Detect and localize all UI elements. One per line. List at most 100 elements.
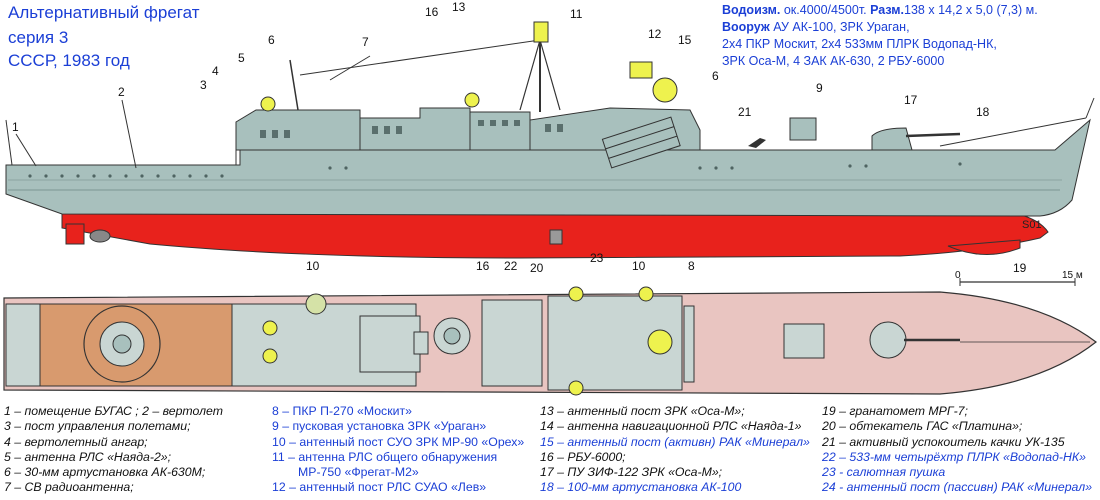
legend-item: 21 – активный успокоитель качки УК-135 (822, 434, 1065, 449)
ak-100-turret-side (871, 127, 913, 151)
scale-zero: 0 (955, 270, 961, 281)
legend-item: 14 – антенна навигационной РЛС «Наяда-1» (540, 419, 802, 434)
legend-item: 10 – антенный пост СУО ЗРК МР-90 «Орех» (272, 434, 525, 449)
osa-m-antenna-dome (464, 92, 480, 108)
legend-col-3: 13 – антенный пост ЗРК «Оса-М»; 14 – ант… (540, 404, 810, 496)
callout-4: 4 (212, 64, 219, 78)
title-line-2: серия 3 (8, 28, 69, 47)
flagstaff (1085, 97, 1095, 119)
sv-antenna (329, 55, 371, 81)
portholes (28, 162, 962, 178)
mineral-passive-top (568, 286, 584, 302)
callout-7: 7 (362, 35, 369, 49)
callout-21: 20 (530, 261, 544, 275)
callouts: 1 2 3 4 5 6 7 16 13 11 12 15 6 21 9 17 1… (12, 0, 1027, 275)
title-line-1: Альтернативный фрегат (8, 3, 200, 22)
callout-line (121, 99, 137, 169)
ak-100-barrel-side (905, 132, 961, 138)
bridge-block (469, 111, 531, 151)
callout-3: 3 (200, 78, 207, 92)
sonar-dome (947, 239, 1021, 256)
rudder (65, 223, 85, 245)
scale-bar: 0 15 м (955, 270, 1083, 286)
specs-line-1: Водоизм. ок.4000/4500т. Разм.138 х 14,2 … (722, 2, 1097, 19)
legend-col-2: 8 – ПКР П-270 «Москит» 9 – пусковая уста… (272, 404, 524, 496)
legend-item: 17 – ПУ ЗИФ-122 ЗРК «Оса-М»; (540, 465, 723, 480)
ak-630-aft-starboard (262, 348, 278, 364)
legend-item: 5 – антенна РЛС «Наяда-2»; (4, 449, 172, 464)
uragan-launcher-side (789, 117, 817, 141)
callout-13: 13 (452, 0, 466, 14)
callout-6: 6 (268, 33, 275, 47)
legend-item: 12 – антенный пост РЛС СУАО «Лев» (272, 480, 487, 495)
callout-8: 8 (688, 259, 695, 273)
callout-17: 16 (425, 5, 439, 19)
legend-item: 6 – 30-мм артустановка АК-630М; (4, 465, 206, 480)
stern-flagstaff (5, 119, 13, 166)
scale-end: 15 м (1062, 270, 1083, 281)
dimensions-value: 138 х 14,2 х 5,0 (7,3) м. (904, 3, 1038, 17)
callout-20: 19 (1013, 261, 1027, 275)
callout-2: 2 (118, 85, 125, 99)
legend-item: 15 – антенный пост (активн) РАК «Минерал… (540, 434, 810, 449)
callout-22: 22 (504, 259, 518, 273)
callout-10: 10 (306, 259, 320, 273)
callout-18: 17 (904, 93, 918, 107)
callout-5: 5 (238, 51, 245, 65)
specs-block: Водоизм. ок.4000/4500т. Разм.138 х 14,2 … (722, 2, 1097, 70)
legend-item: 20 – обтекатель ГАС «Платина»; (822, 419, 1023, 434)
callout-6b: 6 (712, 69, 719, 83)
legend-item: 23 - салютная пушка (822, 465, 946, 480)
ak-100-turret-top (869, 321, 907, 359)
callout-9: 9 (816, 81, 823, 95)
legend-item: 18 – 100-мм артустановка АК-100 (540, 480, 742, 495)
legend-item: 16 – РБУ-6000; (540, 449, 626, 464)
callout-1: 1 (12, 120, 19, 134)
legend-item: 11 – антенна РЛС общего обнаружения (272, 449, 498, 464)
ak-630-fwd-port (638, 286, 654, 302)
legend-item: 7 – СВ радиоантенна; (4, 480, 134, 495)
lev-radar-top (647, 329, 673, 355)
callout-line (15, 133, 37, 167)
nayada-2-antenna-dome (260, 96, 276, 112)
moskit-launcher-top (683, 305, 695, 383)
hull-mark: S01 (1022, 219, 1042, 231)
propeller (89, 229, 111, 243)
fregat-radar-antenna (533, 21, 549, 43)
callout-16: 16 (476, 259, 490, 273)
callout-23: 21 (738, 105, 752, 119)
legend-item: 9 – пусковая установка ЗРК «Ураган» (272, 419, 487, 434)
uragan-launcher-top (783, 323, 825, 359)
ship-drawing: S01 (3, 0, 1097, 396)
legend-item: 8 – ПКР П-270 «Москит» (272, 404, 412, 418)
callout-15: 15 (678, 33, 692, 47)
mineral-passive-top-2 (568, 380, 584, 396)
callout-19: 18 (976, 105, 990, 119)
stabilizer-fin (549, 229, 563, 245)
legend-col-4: 19 – гранатомет МРГ-7; 20 – обтекатель Г… (822, 404, 1092, 496)
top-view (3, 286, 1097, 396)
moskit-launcher-side (601, 116, 681, 169)
osa-m-launcher-inner (443, 327, 461, 345)
helipad-outer-circle (83, 305, 161, 383)
displacement-value: ок.4000/4500т. (780, 3, 871, 17)
specs-line-3: 2х4 ПКР Москит, 2х4 533мм ПЛРК Водопад-Н… (722, 37, 997, 51)
mineral-active-antenna-dome (652, 77, 678, 103)
rbu-launcher-aft (413, 331, 429, 355)
dimensions-label: Разм. (870, 3, 905, 17)
callout-10b: 10 (632, 259, 646, 273)
legend-col-1: 1 – помещение БУГАС ; 2 – вертолет 3 – п… (4, 404, 223, 496)
stern-grey-area (5, 303, 41, 387)
armament-value-1: АУ АК-100, ЗРК Ураган, (769, 20, 910, 34)
legend-item: МР-750 «Фрегат-М2» (298, 465, 419, 480)
hull-side (5, 118, 1091, 217)
side-view: S01 (5, 21, 1095, 259)
mid-deckhouse (359, 315, 421, 373)
lev-radar-post (629, 61, 653, 79)
saluting-gun (748, 138, 766, 148)
armament-label: Вооруж (722, 20, 770, 34)
legend-item: 24 - антенный пост (пассивн) РАК «Минера… (822, 480, 1093, 495)
wire-antenna (299, 39, 541, 76)
displacement-label: Водоизм. (722, 3, 781, 17)
callout-24: 23 (590, 251, 604, 265)
